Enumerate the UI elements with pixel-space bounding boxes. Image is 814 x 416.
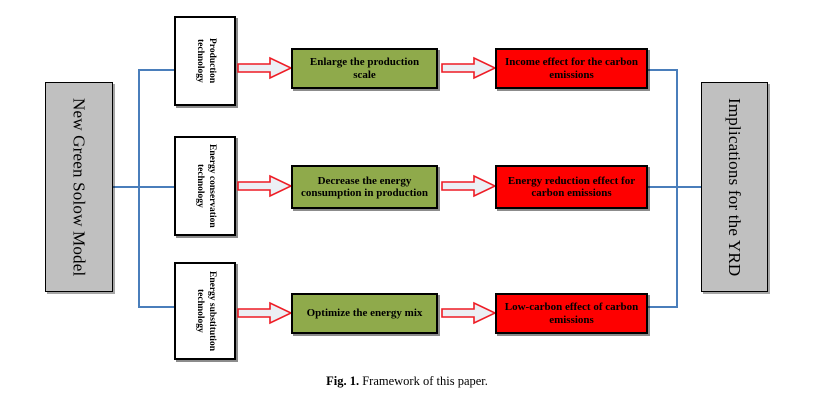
- arrow-decrease-to-energy-reduction-effect: [441, 174, 496, 198]
- end-node-implications-for-the-yrd[interactable]: Implications for the YRD: [701, 82, 768, 292]
- action-box-optimize-energy-mix[interactable]: Optimize the energy mix: [291, 293, 438, 334]
- start-node-new-green-solow-model[interactable]: New Green Solow Model: [45, 82, 113, 292]
- start-node-label: New Green Solow Model: [69, 97, 89, 277]
- effect-box-low-carbon-effect[interactable]: Low-carbon effect of carbon emissions: [495, 293, 648, 334]
- effect-box-low-carbon-effect-label: Low-carbon effect of carbon emissions: [504, 301, 639, 326]
- connector-right-branch-middle: [648, 186, 678, 188]
- arrow-energy-conservation-to-decrease: [237, 174, 292, 198]
- action-box-enlarge-production-scale-label: Enlarge the production scale: [309, 56, 420, 81]
- arrow-production-to-enlarge: [237, 56, 292, 80]
- connector-right-branch-bottom: [648, 306, 678, 308]
- connector-start-stub: [113, 186, 140, 188]
- effect-box-energy-reduction-effect-label: Energy reduction effect for carbon emiss…: [507, 174, 636, 199]
- connector-left-branch-middle: [138, 186, 176, 188]
- connector-left-branch-bottom: [138, 306, 176, 308]
- figure-caption-number: Fig. 1.: [326, 374, 360, 388]
- action-box-decrease-energy-consumption[interactable]: Decrease the energy consumption in produ…: [291, 165, 438, 209]
- connector-end-stub: [676, 186, 702, 188]
- arrow-energy-substitution-to-optimize: [237, 301, 292, 325]
- connector-right-branch-top: [648, 69, 678, 71]
- figure-caption: Fig. 1. Framework of this paper.: [0, 374, 814, 389]
- connector-right-trunk: [676, 69, 678, 308]
- connector-left-branch-top: [138, 69, 176, 71]
- arrow-enlarge-to-income-effect: [441, 56, 496, 80]
- effect-box-income-effect[interactable]: Income effect for the carbon emissions: [495, 48, 648, 89]
- connector-left-trunk: [138, 69, 140, 308]
- end-node-label: Implications for the YRD: [725, 97, 745, 277]
- action-box-enlarge-production-scale[interactable]: Enlarge the production scale: [291, 48, 438, 89]
- figure-caption-text: Framework of this paper.: [362, 374, 488, 388]
- arrow-optimize-to-low-carbon-effect: [441, 301, 496, 325]
- action-box-decrease-energy-consumption-label: Decrease the energy consumption in produ…: [301, 174, 428, 199]
- effect-box-energy-reduction-effect[interactable]: Energy reduction effect for carbon emiss…: [495, 165, 648, 209]
- effect-box-income-effect-label: Income effect for the carbon emissions: [505, 56, 638, 81]
- action-box-optimize-energy-mix-label: Optimize the energy mix: [306, 307, 423, 320]
